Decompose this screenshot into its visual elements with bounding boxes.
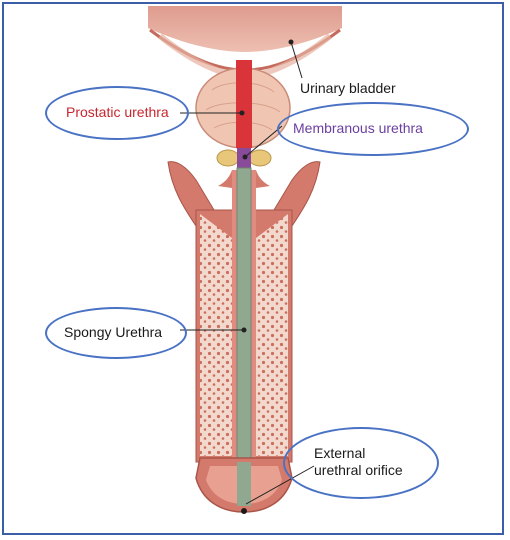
oval-spongy-urethra [45, 307, 187, 359]
external-urethral-orifice-dot [241, 508, 247, 514]
oval-external-orifice [283, 427, 439, 499]
urinary-bladder [148, 6, 342, 52]
leader-membranous-urethra [244, 125, 283, 158]
oval-prostatic-urethra [45, 86, 189, 140]
prostatic-urethra [236, 60, 252, 148]
bulbourethral-gland-left [216, 149, 240, 167]
label-external-line1: External [314, 445, 366, 461]
oval-membranous-urethra [277, 102, 469, 156]
label-prostatic-urethra: Prostatic urethra [66, 104, 169, 120]
leader-urinary-bladder [290, 41, 303, 79]
bulbourethral-gland-right [248, 149, 272, 167]
label-urinary-bladder: Urinary bladder [300, 80, 396, 96]
corpus-cavernosum-left [200, 214, 232, 456]
corpus-cavernosum-right [256, 214, 288, 456]
label-membranous-urethra: Membranous urethra [293, 120, 423, 136]
label-spongy-urethra: Spongy Urethra [64, 324, 163, 340]
label-external-line2: urethral orifice [314, 462, 403, 478]
